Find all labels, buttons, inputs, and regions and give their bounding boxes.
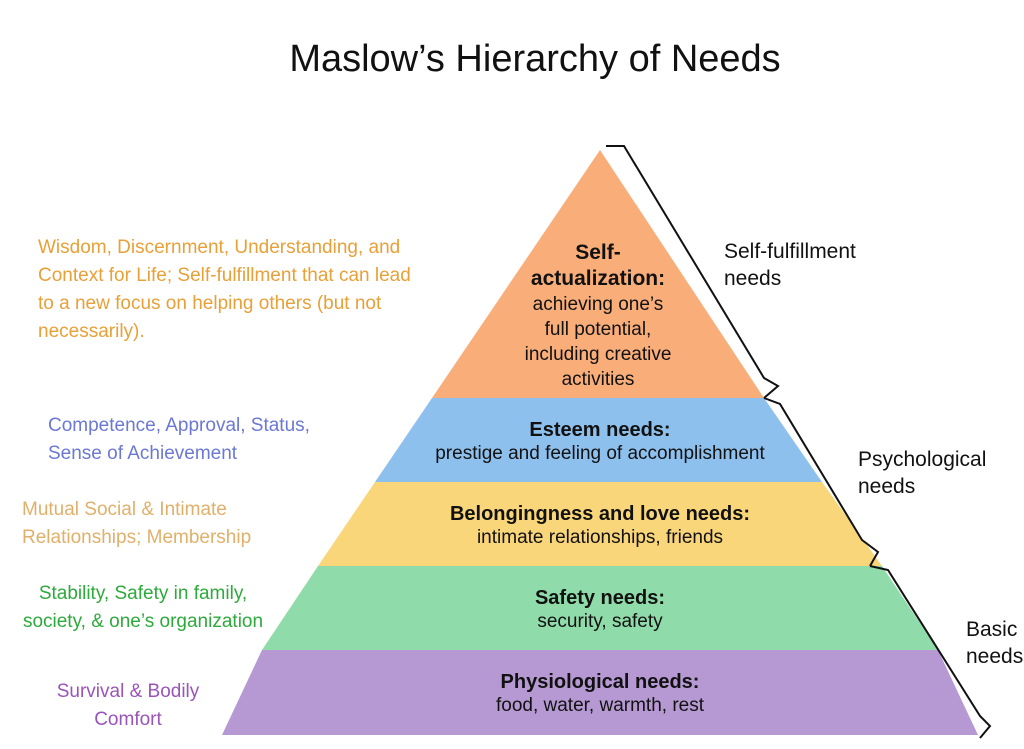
tier-label-self-actualization: Self- actualization: achieving one’s ful… bbox=[524, 241, 672, 390]
group-label-psychological: Psychological needs bbox=[858, 448, 987, 498]
side-note-physiological: Survival & Bodily Comfort bbox=[56, 681, 200, 730]
side-note-safety: Stability, Safety in family, society, & … bbox=[22, 583, 264, 632]
bracket-psychological bbox=[763, 397, 880, 567]
side-note-self-actualization: Wisdom, Discernment, Understanding, and … bbox=[38, 237, 411, 342]
tier-label-safety: Safety needs: security, safety bbox=[534, 587, 666, 632]
side-note-belonging: Mutual Social & Intimate Relationships; … bbox=[22, 499, 252, 548]
tier-physiological bbox=[222, 650, 978, 735]
bracket-basic bbox=[869, 565, 992, 739]
tier-belonging bbox=[318, 482, 882, 566]
group-label-basic: Basic needs bbox=[966, 618, 1024, 668]
tier-self-actualization bbox=[432, 150, 764, 398]
tier-safety bbox=[262, 566, 938, 650]
tier-label-esteem: Esteem needs: prestige and feeling of ac… bbox=[435, 419, 765, 464]
tier-esteem bbox=[375, 398, 822, 482]
tier-label-belonging: Belongingness and love needs: intimate r… bbox=[449, 503, 751, 548]
group-label-self-fulfillment: Self-fulfillment needs bbox=[724, 240, 856, 290]
page-title: Maslow’s Hierarchy of Needs bbox=[289, 38, 781, 80]
side-note-esteem: Competence, Approval, Status, Sense of A… bbox=[48, 415, 310, 464]
tier-label-physiological: Physiological needs: food, water, warmth… bbox=[495, 671, 705, 716]
bracket-self-fulfillment bbox=[606, 145, 780, 399]
